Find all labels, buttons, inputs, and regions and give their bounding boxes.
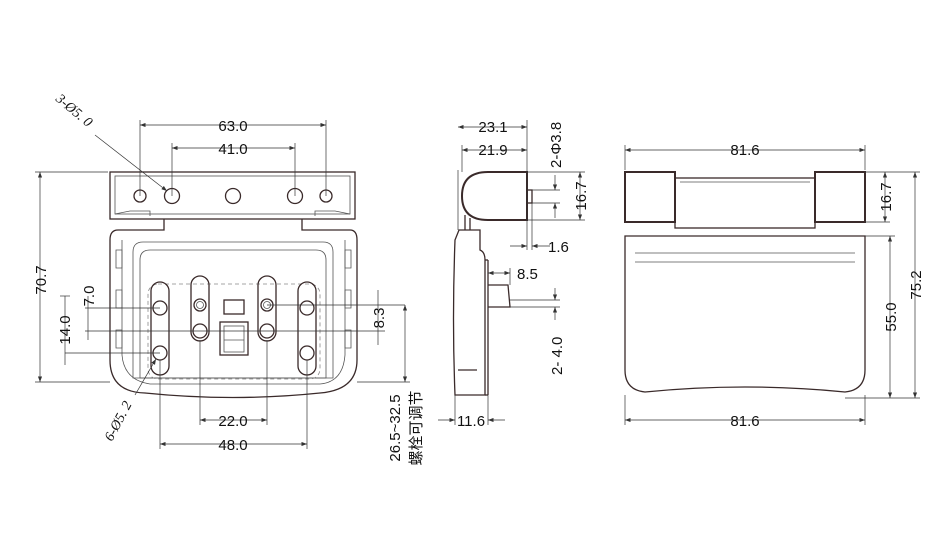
latch-window [223, 299, 245, 315]
adjustment-slots [150, 275, 317, 376]
dim-8-3: 8.3 [371, 308, 388, 329]
rear-panel [624, 235, 866, 393]
dim-75-2: 75.2 [908, 270, 925, 299]
rear-view: 81.6 81.6 16.7 55.0 75.2 [624, 142, 925, 430]
side-body [452, 229, 486, 396]
knuckle-right [814, 171, 866, 223]
hinge-body [109, 219, 358, 399]
dim-16-7-side: 16.7 [573, 181, 590, 210]
dim-width-bottom: 81.6 [730, 413, 759, 430]
dim-4: 2- 4.0 [549, 337, 566, 375]
mounting-holes [133, 187, 333, 205]
mounting-plate [109, 171, 356, 220]
pin-note: 2-Φ3.8 [548, 122, 565, 168]
side-view: 23.1 21.9 2-Φ3.8 16.7 1.6 8.5 2- 4.0 11.… [438, 119, 590, 430]
adjust-range: 26.5~32.5 [387, 394, 404, 461]
dim-1-6: 1.6 [548, 239, 569, 256]
hole-note-bottom: 6-Ø5. 2 [102, 399, 135, 444]
knuckle-left [624, 171, 676, 223]
dim-23-1: 23.1 [478, 119, 507, 136]
dim-70-7: 70.7 [33, 265, 50, 294]
hinge-knuckle [460, 171, 528, 221]
dim-8-5: 8.5 [517, 266, 538, 283]
adjust-note: 螺栓可调节 [408, 390, 425, 465]
dim-21-9: 21.9 [478, 142, 507, 159]
dim-14: 14.0 [57, 315, 74, 344]
dim-63: 63.0 [218, 118, 247, 135]
dim-16-7-rear: 16.7 [878, 182, 895, 211]
dim-55: 55.0 [883, 302, 900, 331]
knuckle-middle [674, 177, 816, 229]
dim-22: 22.0 [218, 413, 247, 430]
dim-width-top: 81.6 [730, 142, 759, 159]
hole-note-top: 3-Ø5. 0 [52, 91, 95, 131]
latch-pin [488, 284, 511, 308]
dim-7: 7.0 [81, 286, 98, 307]
dim-48: 48.0 [218, 437, 247, 454]
dim-41: 41.0 [218, 141, 247, 158]
front-view: 63.0 41.0 70.7 7.0 14.0 8.3 26.5~32.5 螺栓… [33, 91, 425, 466]
dim-11-6: 11.6 [457, 413, 485, 430]
